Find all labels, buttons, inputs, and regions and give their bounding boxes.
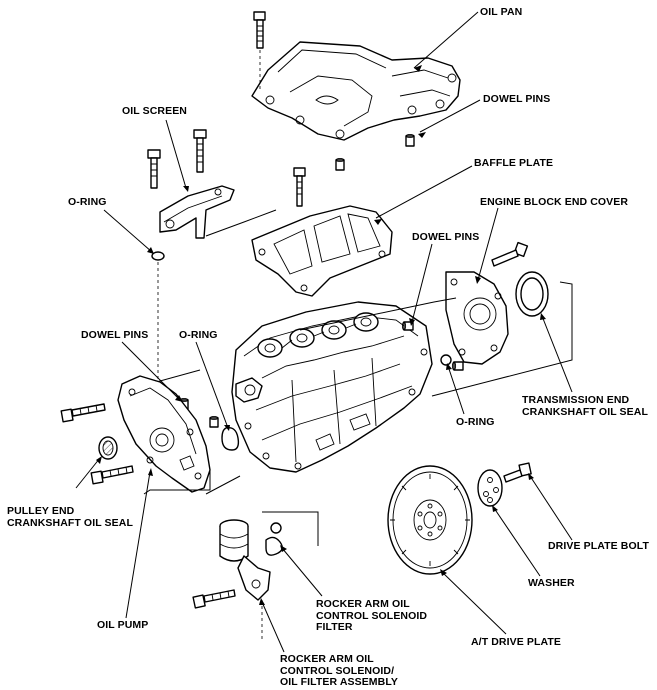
oil-filter-assembly bbox=[219, 519, 271, 601]
oil-pan bbox=[251, 41, 461, 141]
oil-filter-bolt bbox=[192, 589, 236, 609]
label-engine-block-end-cover: ENGINE BLOCK END COVER bbox=[480, 196, 629, 208]
label-transmission-seal: TRANSMISSION END CRANKSHAFT OIL SEAL bbox=[522, 394, 648, 418]
baffle-plate bbox=[251, 205, 393, 297]
oil-pump bbox=[117, 375, 211, 493]
oil-screen bbox=[159, 185, 235, 239]
o-ring bbox=[151, 251, 165, 261]
baffle-plate-bolt bbox=[293, 167, 306, 207]
leader-lines bbox=[75, 11, 573, 653]
transmission-end-crankshaft-oil-seal bbox=[515, 271, 549, 317]
label-drive-plate-bolt: DRIVE PLATE BOLT bbox=[548, 540, 649, 552]
label-oil-pump: OIL PUMP bbox=[97, 619, 149, 631]
oil-pump-bolt bbox=[60, 403, 106, 423]
label-o-ring-center: O-RING bbox=[179, 329, 218, 341]
label-solenoid-filter: ROCKER ARM OIL CONTROL SOLENOID FILTER bbox=[316, 598, 428, 634]
drive-plate-bolt bbox=[503, 462, 532, 483]
label-solenoid-assembly-line1: ROCKER ARM OIL bbox=[280, 653, 374, 665]
label-transmission-seal-line2: CRANKSHAFT OIL SEAL bbox=[522, 405, 648, 418]
label-o-ring-right: O-RING bbox=[456, 416, 495, 428]
label-solenoid-filter-line3: FILTER bbox=[316, 621, 353, 633]
end-cover-bolt bbox=[491, 241, 529, 267]
label-transmission-seal-line1: TRANSMISSION END bbox=[522, 394, 630, 406]
label-at-drive-plate: A/T DRIVE PLATE bbox=[471, 636, 561, 648]
pulley-end-crankshaft-oil-seal bbox=[98, 436, 118, 460]
label-oil-pan: OIL PAN bbox=[480, 6, 523, 18]
dowel-pin bbox=[405, 133, 415, 147]
oil-screen-bolt bbox=[147, 149, 161, 189]
oil-screen-bolt bbox=[193, 129, 207, 173]
label-solenoid-filter-line1: ROCKER ARM OIL bbox=[316, 598, 410, 610]
engine-block bbox=[231, 301, 433, 473]
label-pulley-seal: PULLEY END CRANKSHAFT OIL SEAL bbox=[7, 505, 133, 529]
engine-block-end-cover bbox=[445, 271, 509, 365]
dowel-pin bbox=[335, 157, 345, 171]
oil-pan-bolt bbox=[253, 11, 266, 49]
o-ring bbox=[440, 354, 452, 366]
oil-pump-bolt bbox=[90, 465, 134, 485]
dowel-pin bbox=[209, 415, 219, 428]
label-dowel-pins-left: DOWEL PINS bbox=[81, 329, 149, 341]
label-dowel-pins-mid: DOWEL PINS bbox=[412, 231, 480, 243]
label-washer: WASHER bbox=[528, 577, 575, 589]
label-baffle-plate: BAFFLE PLATE bbox=[474, 157, 554, 169]
label-pulley-seal-line1: PULLEY END bbox=[7, 505, 75, 517]
label-solenoid-assembly-line2: CONTROL SOLENOID/ bbox=[280, 664, 395, 677]
label-pulley-seal-line2: CRANKSHAFT OIL SEAL bbox=[7, 516, 133, 529]
label-oil-screen: OIL SCREEN bbox=[122, 105, 187, 117]
label-solenoid-assembly-line3: OIL FILTER ASSEMBLY bbox=[280, 676, 398, 688]
rocker-arm-oil-control-solenoid-filter bbox=[265, 522, 283, 556]
label-dowel-pins-top: DOWEL PINS bbox=[483, 93, 551, 105]
label-o-ring-left: O-RING bbox=[68, 196, 107, 208]
dowel-pin bbox=[451, 361, 464, 371]
at-drive-plate bbox=[387, 465, 473, 575]
washer bbox=[477, 469, 503, 507]
o-ring bbox=[221, 427, 240, 451]
label-solenoid-assembly: ROCKER ARM OIL CONTROL SOLENOID/ OIL FIL… bbox=[280, 653, 398, 689]
label-solenoid-filter-line2: CONTROL SOLENOID bbox=[316, 609, 428, 622]
